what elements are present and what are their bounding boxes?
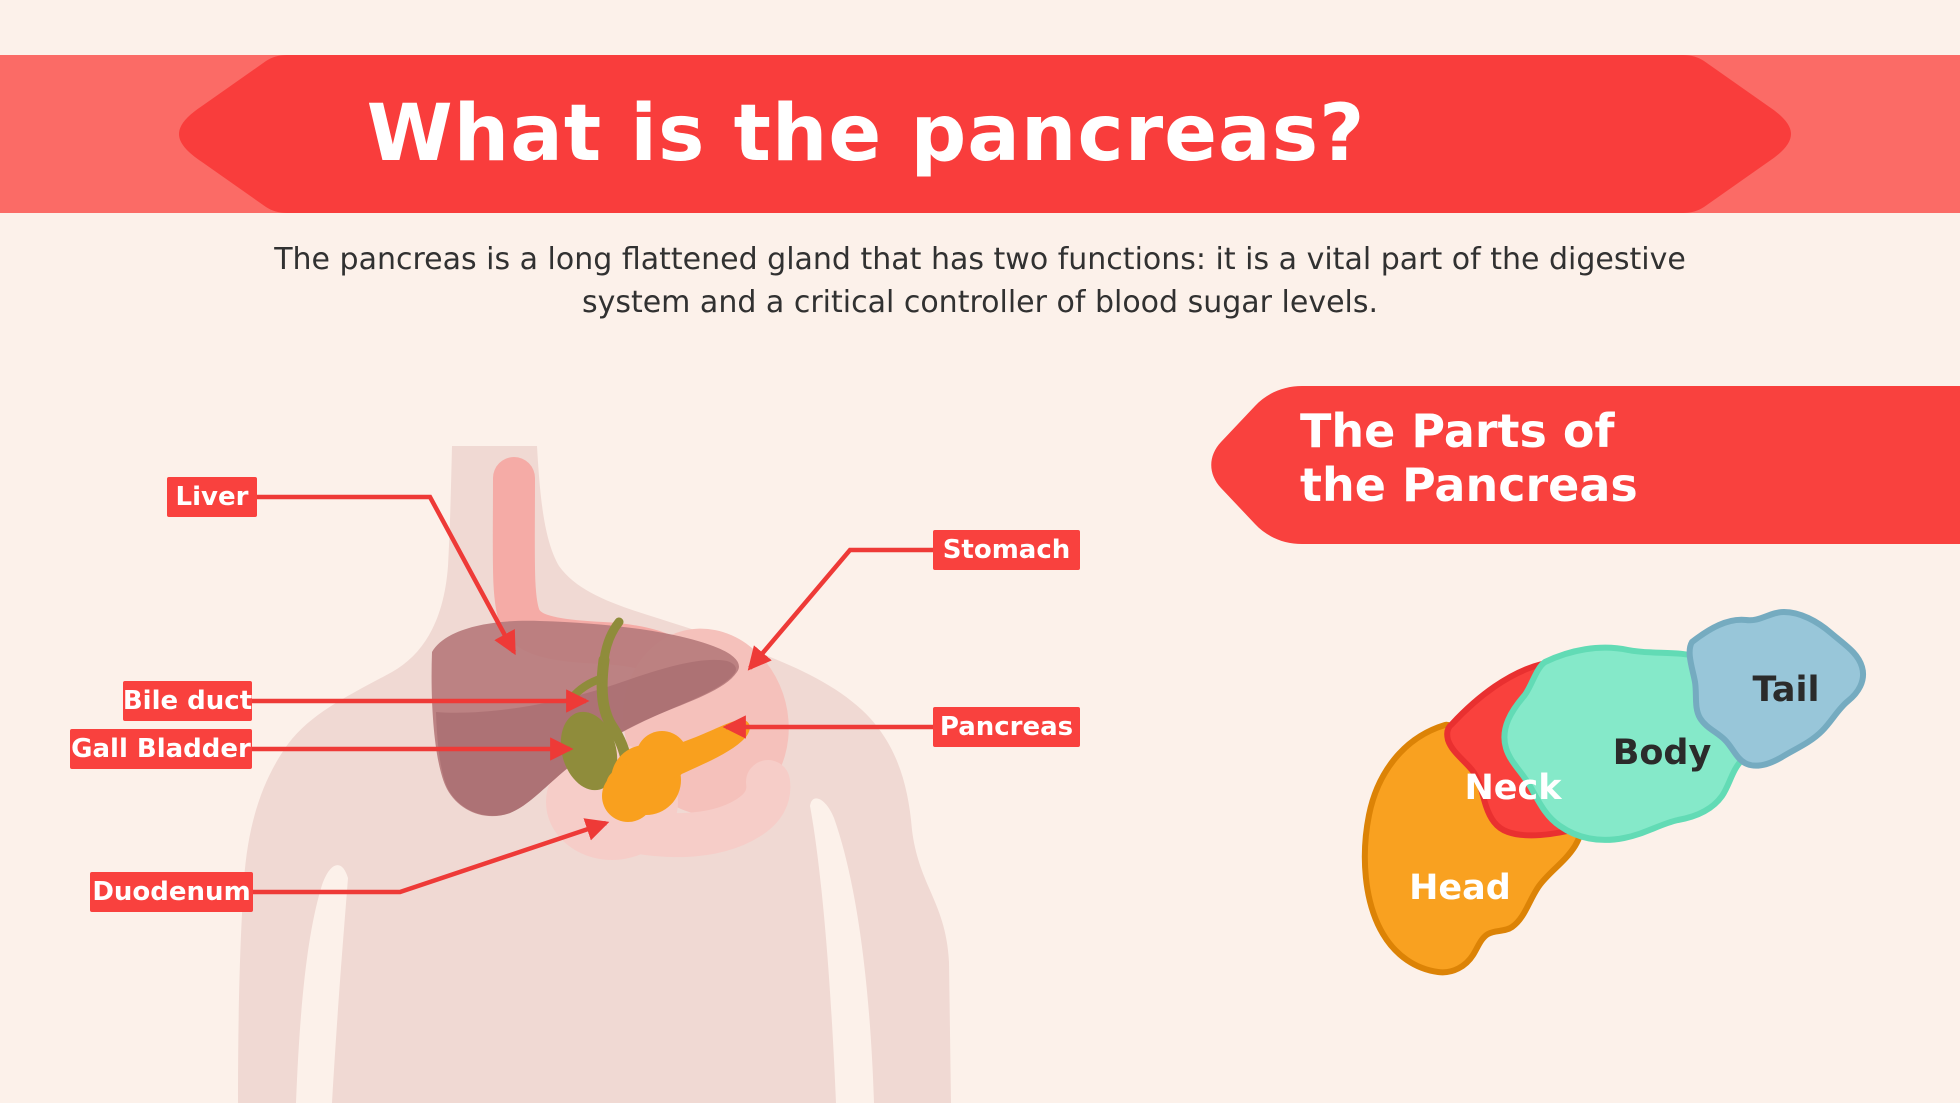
duodenum-line <box>253 818 610 895</box>
label-liver: Liver <box>167 477 257 517</box>
pancreas-parts-diagram <box>1361 609 1866 976</box>
label-bile-duct: Bile duct <box>123 681 252 721</box>
right-arm-gap <box>810 798 874 1103</box>
label-pancreas: Pancreas <box>933 707 1080 747</box>
title-banner-ribbon <box>0 55 1960 213</box>
intro-line-2: system and a critical controller of bloo… <box>581 285 1379 320</box>
parts-heading-line-2: the Pancreas <box>1300 458 1638 512</box>
stomach-line <box>747 547 933 671</box>
pancreas-organ-shape <box>602 719 750 822</box>
leader-lines <box>252 494 933 895</box>
label-part-head: Head <box>1409 868 1511 908</box>
intro-paragraph: The pancreas is a long flattened gland t… <box>0 238 1960 324</box>
title-banner-main-layer <box>179 55 1791 213</box>
liver-line <box>257 494 516 656</box>
label-gall-bladder: Gall Bladder <box>70 729 252 769</box>
parts-heading-ribbon <box>1211 386 1960 544</box>
torso-diagram <box>238 446 951 1103</box>
label-part-tail: Tail <box>1752 670 1820 710</box>
intro-line-1: The pancreas is a long flattened gland t… <box>274 242 1686 277</box>
label-part-neck: Neck <box>1464 768 1562 808</box>
parts-heading-line-1: The Parts of <box>1300 404 1615 458</box>
left-arm-gap <box>296 865 348 1103</box>
label-duodenum: Duodenum <box>90 872 253 912</box>
pancreas-tail-shape <box>1686 609 1866 769</box>
parts-section-heading: The Parts of the Pancreas <box>1300 404 1940 512</box>
label-part-body: Body <box>1612 733 1712 773</box>
page-title: What is the pancreas? <box>366 89 1366 179</box>
gall-bladder-shape <box>560 711 618 791</box>
intestine-curve <box>578 760 791 858</box>
label-stomach: Stomach <box>933 530 1080 570</box>
